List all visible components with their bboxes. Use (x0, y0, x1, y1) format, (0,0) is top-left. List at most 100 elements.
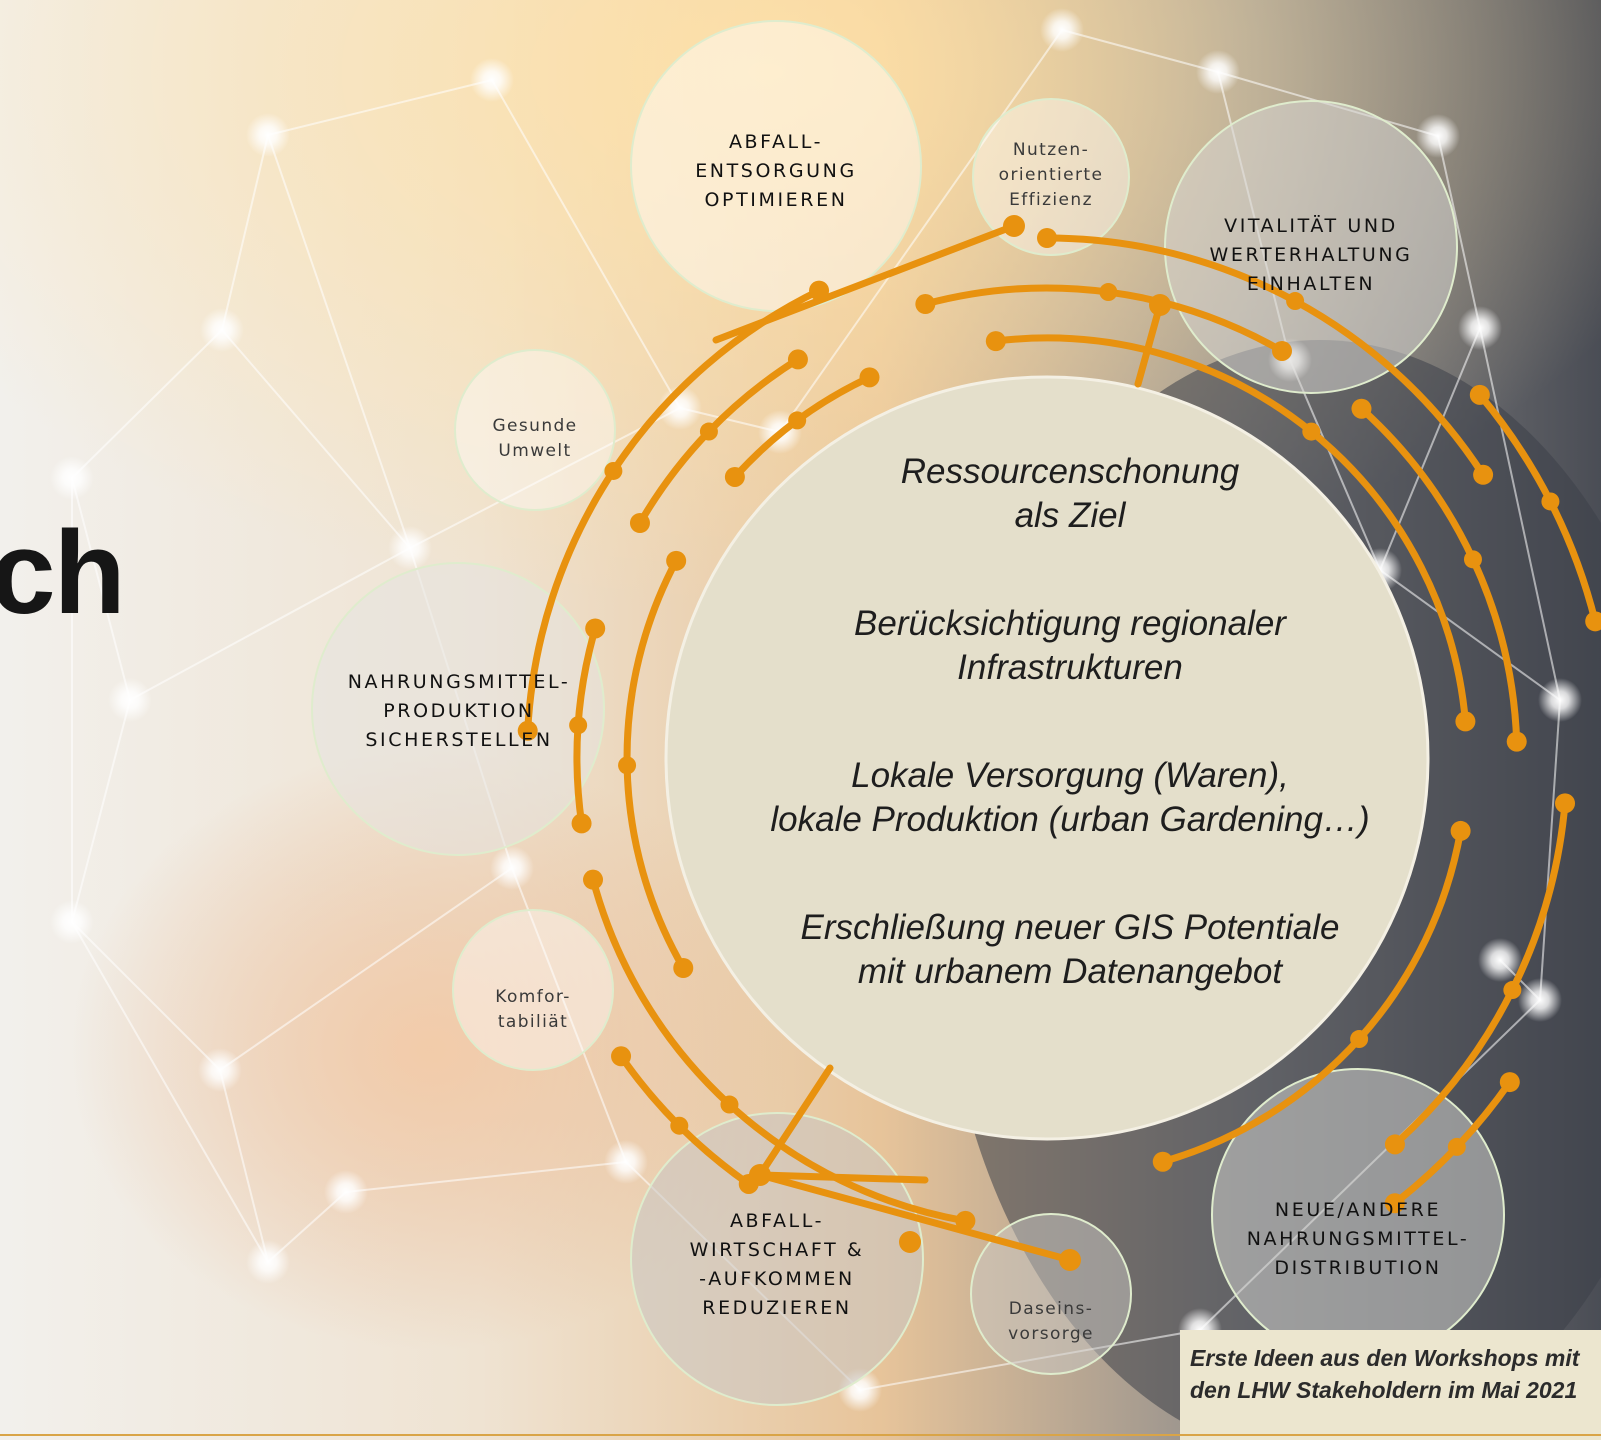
ring-dot (985, 331, 1006, 352)
ring-dot (915, 294, 936, 315)
ring-dot (720, 1095, 739, 1114)
ring-dot (571, 813, 592, 834)
ring-connector (712, 222, 1018, 344)
ring-dot (517, 720, 538, 741)
network-line (219, 1069, 269, 1263)
network-node (198, 1048, 242, 1092)
network-line (267, 134, 411, 549)
network-line (1479, 327, 1561, 701)
network-line (1437, 135, 1481, 329)
network-node (108, 678, 152, 722)
network-node (1478, 938, 1522, 982)
caption-box: Erste Ideen aus den Workshops mit den LH… (1180, 1330, 1601, 1440)
label-komfort: Komfor- tabiliät (495, 987, 571, 1032)
network-node (1040, 8, 1084, 52)
network-node (1518, 978, 1562, 1022)
ring-dot (1149, 294, 1171, 316)
center-line-4: Erschließung neuer GIS Potentiale mit ur… (800, 908, 1340, 991)
ring-dot (955, 1210, 976, 1231)
ring-connector (756, 1171, 929, 1184)
network-node (200, 308, 244, 352)
bubble-daseins (970, 1213, 1132, 1375)
network-node (1538, 678, 1582, 722)
ring-dot (1447, 1137, 1466, 1156)
network-node (1196, 50, 1240, 94)
ring-dot (809, 280, 830, 301)
ring-dot (1455, 711, 1476, 732)
bottom-rule (0, 1434, 1601, 1436)
network-line (1379, 569, 1561, 701)
ring-dot (1469, 384, 1490, 405)
ring-dot (859, 367, 880, 388)
ring-dot (749, 1164, 771, 1186)
ring-dot (1302, 422, 1321, 441)
ring-dot (629, 513, 650, 533)
ring-dot (1384, 1134, 1405, 1155)
bubble-komfort (452, 909, 614, 1071)
network-line (71, 699, 131, 923)
label-nutzen: Nutzen- orientierte Effizienz (998, 140, 1104, 210)
ring-dot (1351, 398, 1372, 419)
title-fragment: ch (0, 507, 126, 639)
ring-dot (604, 461, 623, 480)
network-line (71, 921, 269, 1263)
network-line (409, 407, 681, 549)
ring-dot (1384, 1193, 1405, 1214)
network-line (71, 921, 221, 1071)
ring-dot (585, 618, 606, 639)
ring-dot (1450, 820, 1471, 841)
center-line-2: Berücksichtigung regionaler Infrastruktu… (854, 604, 1286, 687)
ring-dot (1499, 1072, 1520, 1093)
ring-dot (611, 1046, 632, 1067)
ring-dot (673, 958, 694, 978)
ring-dot (1350, 1030, 1369, 1049)
network-node (490, 846, 534, 890)
ring-connector (1134, 301, 1164, 388)
network-line (1539, 699, 1561, 1001)
network-line (267, 79, 493, 136)
ring-dot (1503, 981, 1522, 1000)
network-line (129, 547, 411, 701)
network-line (221, 329, 411, 549)
ring-dot (699, 422, 718, 441)
ring-dot (569, 716, 588, 735)
ring-dot (1286, 292, 1305, 311)
ring-connector (756, 1064, 834, 1179)
network-line (219, 867, 513, 1071)
network-line (779, 29, 1063, 433)
network-line (491, 79, 681, 409)
ring-dot (1541, 492, 1560, 511)
network-line (71, 329, 223, 479)
ring-dot (618, 756, 637, 775)
ring-dot (1099, 283, 1118, 302)
center-text: Ressourcenschonung als Ziel Berücksichti… (690, 450, 1450, 1058)
center-circle (664, 375, 1430, 1141)
network-line (71, 477, 131, 701)
network-node (50, 900, 94, 944)
center-line-3: Lokale Versorgung (Waren), lokale Produk… (770, 756, 1370, 839)
ring-dot (724, 466, 745, 487)
network-node (246, 1240, 290, 1284)
label-daseins: Daseins- vorsorge (1008, 1299, 1094, 1344)
network-node (604, 1140, 648, 1184)
ring-dot (1272, 340, 1292, 361)
network-node (246, 113, 290, 157)
label-abfallwirtschaft: ABFALL- WIRTSCHAFT & -AUFKOMMEN REDUZIER… (689, 1210, 865, 1319)
ring-dot (1555, 793, 1576, 814)
ring-dot (899, 1231, 921, 1253)
ring-dot (1506, 731, 1527, 752)
ring-dots (517, 215, 1601, 1271)
network-line (221, 134, 269, 331)
ring-arc (1476, 391, 1599, 625)
network-line (345, 1161, 627, 1193)
ring-dot (787, 349, 808, 370)
network-node (324, 1170, 368, 1214)
bubble-gesunde (454, 349, 616, 511)
network-node (388, 526, 432, 570)
ring-dot (788, 411, 807, 430)
label-distribution: NEUE/ANDERE NAHRUNGSMITTEL- DISTRIBUTION (1246, 1199, 1470, 1279)
ring-dot (666, 550, 687, 571)
network-node (1458, 306, 1502, 350)
